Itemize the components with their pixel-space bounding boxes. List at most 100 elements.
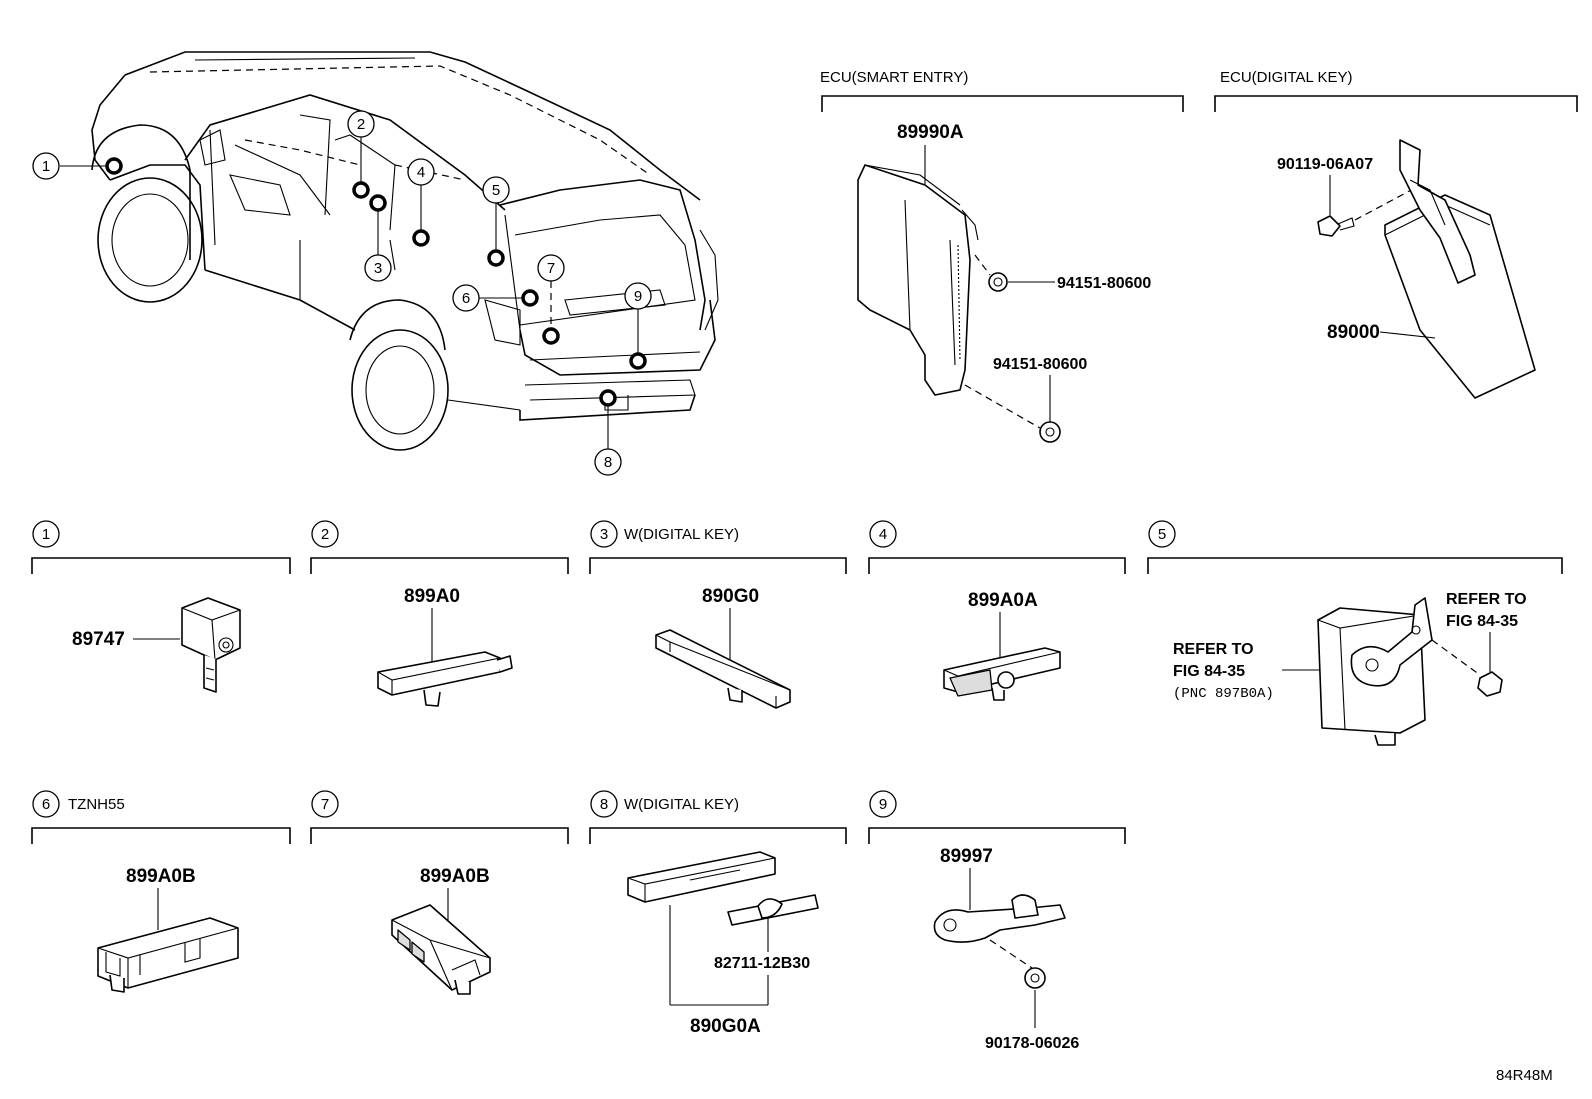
sensor-89997 xyxy=(933,904,1066,943)
refer-left-line-1: REFER TO xyxy=(1173,641,1254,658)
callout-3 xyxy=(364,254,392,282)
section-1-number xyxy=(32,520,60,548)
section-3-part: 890G0 xyxy=(655,586,791,709)
bolt-section-5 xyxy=(1477,671,1503,697)
refer-right-line-2: FIG 84-35 xyxy=(1446,613,1518,630)
part-82711-12B30-label: 82711-12B30 xyxy=(714,955,810,972)
section-5-num-label: 5 xyxy=(1158,526,1166,543)
section-2-number xyxy=(311,520,339,548)
callout-4-label: 4 xyxy=(417,164,425,181)
section-2-part: 899A0 xyxy=(377,586,513,707)
location-spot-5 xyxy=(487,249,505,267)
part-89747-label: 89747 xyxy=(72,629,125,650)
ecu-digital-key-part xyxy=(1384,194,1536,399)
callout-8 xyxy=(594,448,622,476)
section-4-number xyxy=(869,520,897,548)
section-8-part: 82711-12B30 890G0A xyxy=(627,851,819,1037)
vehicle-callouts: 1 2 3 4 5 6 7 9 xyxy=(32,110,652,476)
location-spot-4 xyxy=(412,229,430,247)
section-headers-row-2: 6 TZNH55 7 8 W(DIGITAL KEY) 9 xyxy=(31,790,1126,844)
section-5-part: REFER TO FIG 84-35 (PNC 897B0A) REFER TO… xyxy=(1173,591,1527,746)
part-89990A-label: 89990A xyxy=(897,122,964,143)
callout-6 xyxy=(452,284,480,312)
callout-6-label: 6 xyxy=(462,290,470,307)
part-90178-06026-label: 90178-06026 xyxy=(985,1035,1079,1052)
antenna-890G0 xyxy=(655,629,791,709)
part-899A0-label: 899A0 xyxy=(404,586,460,607)
callout-5 xyxy=(482,176,510,204)
section-9-part: 89997 90178-06026 xyxy=(933,846,1079,1052)
part-89997-label: 89997 xyxy=(940,846,993,867)
antenna-899A0 xyxy=(377,651,501,696)
refer-right-line-1: REFER TO xyxy=(1446,591,1527,608)
ecu-smart-entry-section: ECU(SMART ENTRY) 89990A 94151-80600 9415… xyxy=(820,69,1184,443)
nut-94151-80600-upper xyxy=(988,272,1008,292)
section-7-part: 899A0B xyxy=(391,866,491,995)
vehicle-illustration xyxy=(91,51,719,451)
section-3-num-label: 3 xyxy=(600,526,608,543)
section-8-condition: W(DIGITAL KEY) xyxy=(624,796,739,813)
ecu-digital-key-section: ECU(DIGITAL KEY) 90119-06A07 89000 xyxy=(1214,69,1578,399)
part-899A0A-label: 899A0A xyxy=(968,590,1038,611)
section-9-number xyxy=(869,790,897,818)
section-4-part: 899A0A xyxy=(943,590,1061,701)
location-spot-6 xyxy=(521,289,539,307)
part-94151-80600-lower-label: 94151-80600 xyxy=(993,356,1087,373)
section-7-num-label: 7 xyxy=(321,796,329,813)
section-6-part: 899A0B xyxy=(97,866,239,993)
refer-left-line-2: FIG 84-35 xyxy=(1173,663,1245,680)
section-6-number xyxy=(32,790,60,818)
part-90119-06A07-label: 90119-06A07 xyxy=(1277,156,1373,173)
section-1-part: 89747 xyxy=(72,597,241,693)
ecu-smart-entry-part xyxy=(857,164,971,396)
section-2-num-label: 2 xyxy=(321,526,329,543)
location-spot-2 xyxy=(352,181,370,199)
section-9-num-label: 9 xyxy=(879,796,887,813)
section-3-condition: W(DIGITAL KEY) xyxy=(624,526,739,543)
section-7-number xyxy=(311,790,339,818)
section-headers-row-1: 1 2 3 W(DIGITAL KEY) 4 5 xyxy=(31,520,1563,574)
section-6-condition: TZNH55 xyxy=(68,796,125,813)
callout-1-label: 1 xyxy=(42,158,50,175)
antenna-899A0B-section-6 xyxy=(97,917,239,989)
part-899A0B-7-label: 899A0B xyxy=(420,866,490,887)
ecu-smart-entry-title: ECU(SMART ENTRY) xyxy=(820,69,968,86)
callout-4 xyxy=(407,158,435,186)
section-8-num-label: 8 xyxy=(600,796,608,813)
bolt-90119-06A07 xyxy=(1317,215,1341,237)
figure-code: 84R48M xyxy=(1496,1067,1553,1084)
callout-7-label: 7 xyxy=(547,260,555,277)
callout-2-label: 2 xyxy=(357,116,365,133)
callout-5-label: 5 xyxy=(492,182,500,199)
location-spot-1 xyxy=(105,157,123,175)
refer-left-line-3: (PNC 897B0A) xyxy=(1173,686,1274,702)
antenna-890G0A xyxy=(627,851,776,903)
section-3-number xyxy=(590,520,618,548)
part-890G0-label: 890G0 xyxy=(702,586,759,607)
callout-9-label: 9 xyxy=(634,288,642,305)
location-spot-8 xyxy=(599,389,617,407)
callout-3-label: 3 xyxy=(374,260,382,277)
callout-9 xyxy=(624,282,652,310)
location-spot-3 xyxy=(369,194,387,212)
section-6-num-label: 6 xyxy=(42,796,50,813)
sensor-89747 xyxy=(181,597,241,661)
callout-1 xyxy=(32,152,60,180)
callout-8-label: 8 xyxy=(604,454,612,471)
part-890G0A-label: 890G0A xyxy=(690,1016,761,1037)
part-89000-label: 89000 xyxy=(1327,322,1380,343)
section-1-num-label: 1 xyxy=(42,526,50,543)
part-899A0B-6-label: 899A0B xyxy=(126,866,196,887)
callout-2 xyxy=(347,110,375,138)
part-94151-80600-upper-label: 94151-80600 xyxy=(1057,275,1151,292)
nut-94151-80600-lower xyxy=(1039,421,1061,443)
location-spot-7 xyxy=(542,327,560,345)
section-8-number xyxy=(590,790,618,818)
section-5-number xyxy=(1148,520,1176,548)
ecu-digital-key-title: ECU(DIGITAL KEY) xyxy=(1220,69,1353,86)
antenna-899A0B-section-7 xyxy=(391,904,491,991)
callout-7 xyxy=(537,254,565,282)
location-spot-9 xyxy=(629,352,647,370)
nut-90178-06026 xyxy=(1024,967,1046,989)
